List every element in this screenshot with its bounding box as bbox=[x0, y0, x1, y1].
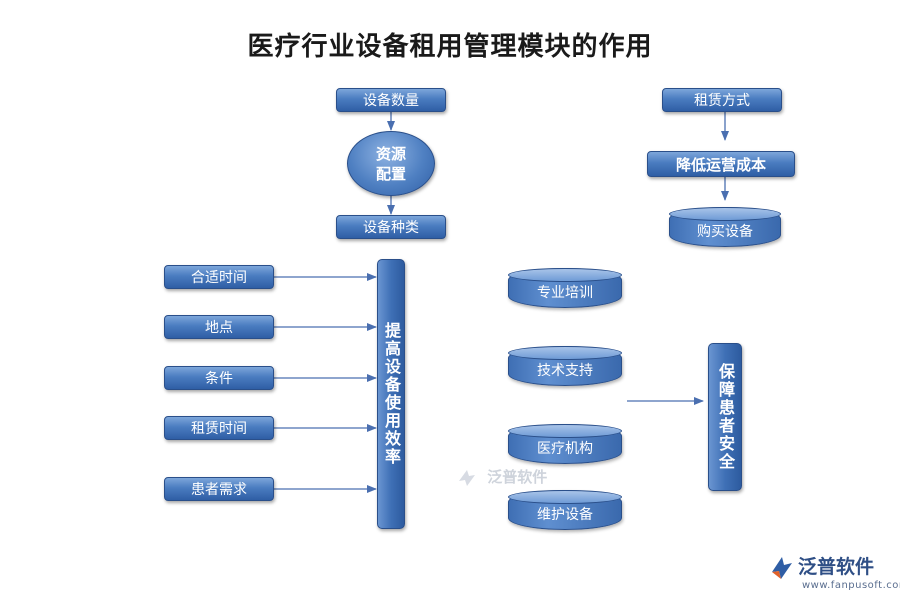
node-label: 资源 配置 bbox=[375, 144, 406, 183]
node-label: 设备种类 bbox=[363, 220, 419, 236]
node-label: 设备数量 bbox=[363, 93, 419, 109]
watermark-logo-icon bbox=[459, 469, 475, 486]
node-label: 专业培训 bbox=[537, 285, 593, 301]
brand-url: www.fanpusoft.com bbox=[802, 580, 900, 591]
node-label: 地点 bbox=[205, 320, 233, 336]
brand-name: 泛普软件 bbox=[798, 556, 875, 578]
node-location: 地点 bbox=[164, 315, 274, 339]
brand-logo: 泛普软件 www.fanpusoft.com bbox=[768, 552, 900, 596]
page-title: 医疗行业设备租用管理模块的作用 bbox=[247, 32, 653, 62]
node-label: 租赁时间 bbox=[191, 421, 247, 437]
node-label: 保障患者安全 bbox=[716, 363, 735, 471]
node-label: 患者需求 bbox=[191, 482, 247, 498]
node-label: 技术支持 bbox=[537, 363, 593, 379]
node-buy-device: 购买设备 bbox=[669, 207, 781, 247]
node-label: 租赁方式 bbox=[694, 93, 750, 109]
node-label: 合适时间 bbox=[191, 270, 247, 286]
node-rent-method: 租赁方式 bbox=[662, 88, 782, 112]
node-label: 提高设备使用效率 bbox=[382, 322, 401, 466]
node-tech-support: 技术支持 bbox=[508, 346, 622, 386]
node-label: 购买设备 bbox=[697, 224, 753, 240]
node-patient-safety: 保障患者安全 bbox=[708, 343, 742, 491]
node-patient-needs: 患者需求 bbox=[164, 477, 274, 501]
node-conditions: 条件 bbox=[164, 366, 274, 390]
node-resource-allocation: 资源 配置 bbox=[347, 131, 435, 196]
watermark: 泛普软件 bbox=[456, 466, 547, 489]
watermark-text: 泛普软件 bbox=[487, 468, 548, 486]
node-improve-efficiency: 提高设备使用效率 bbox=[377, 259, 405, 529]
node-label: 降低运营成本 bbox=[675, 155, 766, 174]
node-label: 医疗机构 bbox=[537, 441, 593, 457]
node-label: 条件 bbox=[205, 371, 233, 387]
node-label: 维护设备 bbox=[537, 507, 593, 523]
node-medical-institution: 医疗机构 bbox=[508, 424, 622, 464]
node-device-type: 设备种类 bbox=[336, 215, 446, 239]
node-maintain-device: 维护设备 bbox=[508, 490, 622, 530]
node-pro-training: 专业培训 bbox=[508, 268, 622, 308]
node-rent-time: 租赁时间 bbox=[164, 416, 274, 440]
node-suitable-time: 合适时间 bbox=[164, 265, 274, 289]
node-reduce-cost: 降低运营成本 bbox=[647, 151, 795, 177]
node-device-count: 设备数量 bbox=[336, 88, 446, 112]
brand-logo-icon bbox=[772, 557, 792, 579]
